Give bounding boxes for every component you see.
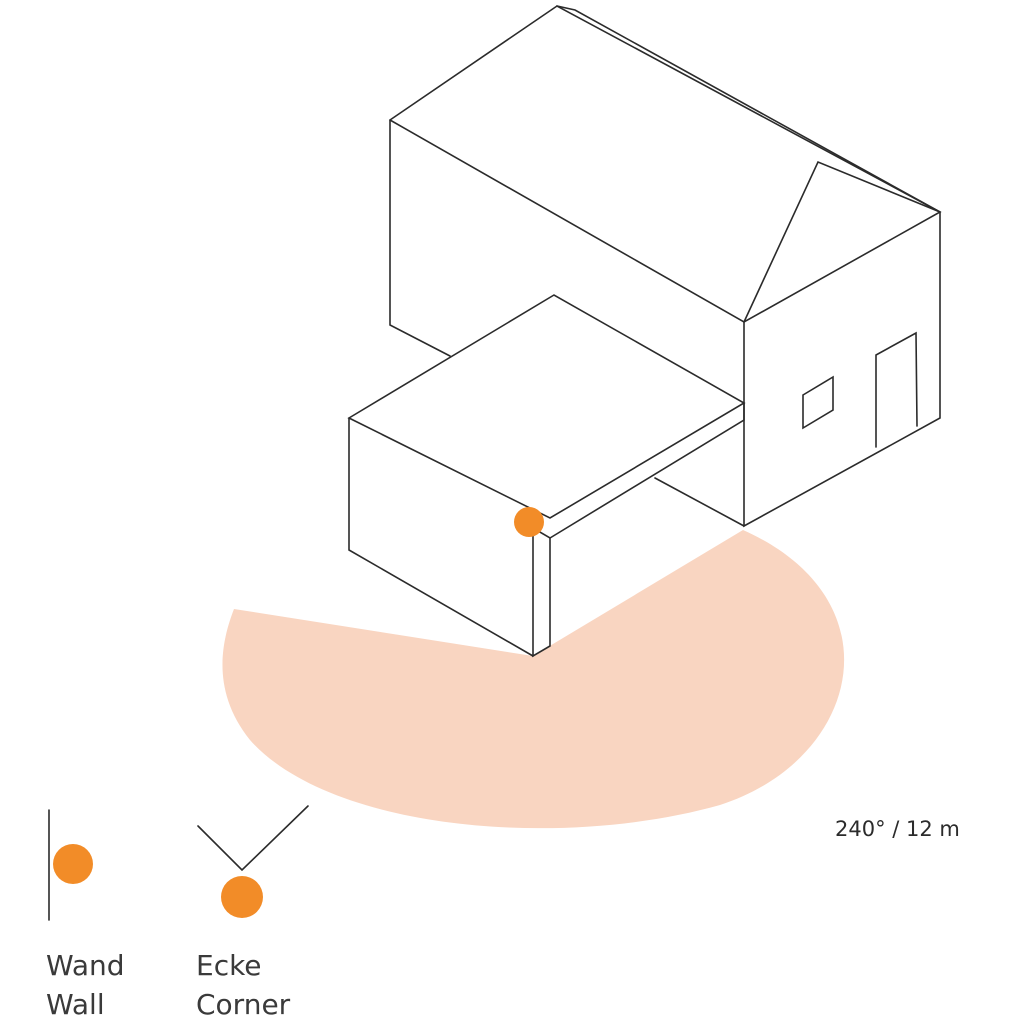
legend-corner-label-en: Corner: [196, 988, 291, 1021]
house-door: [875, 331, 918, 448]
garage-front-wall: [348, 417, 534, 657]
roof-hip-line: [743, 160, 941, 323]
legend-wall: Wand Wall: [46, 809, 125, 1021]
corner-sensor-dot: [221, 876, 263, 918]
detection-spec-label: 240° / 12 m: [835, 817, 960, 841]
sensor-dot: [514, 507, 544, 537]
legend-wall-label-en: Wall: [46, 988, 105, 1021]
wall-sensor-dot: [53, 844, 93, 884]
house-side-wall: [389, 119, 451, 357]
house-window: [802, 375, 834, 430]
legend-corner: Ecke Corner: [196, 805, 309, 1021]
house: [389, 5, 942, 528]
garage-corner-edge: [532, 527, 551, 658]
garage: [347, 294, 746, 658]
detection-area: [222, 530, 845, 829]
roof-outline: [389, 5, 942, 323]
legend-corner-label-de: Ecke: [196, 949, 262, 982]
garage-fascia: [532, 402, 745, 539]
legend-wall-label-de: Wand: [46, 949, 125, 982]
garage-roof: [347, 294, 746, 519]
roof-ridge: [556, 5, 941, 213]
corner-mount-icon: [197, 805, 309, 872]
house-base-edge: [654, 477, 745, 527]
house-gable-wall: [743, 211, 941, 528]
